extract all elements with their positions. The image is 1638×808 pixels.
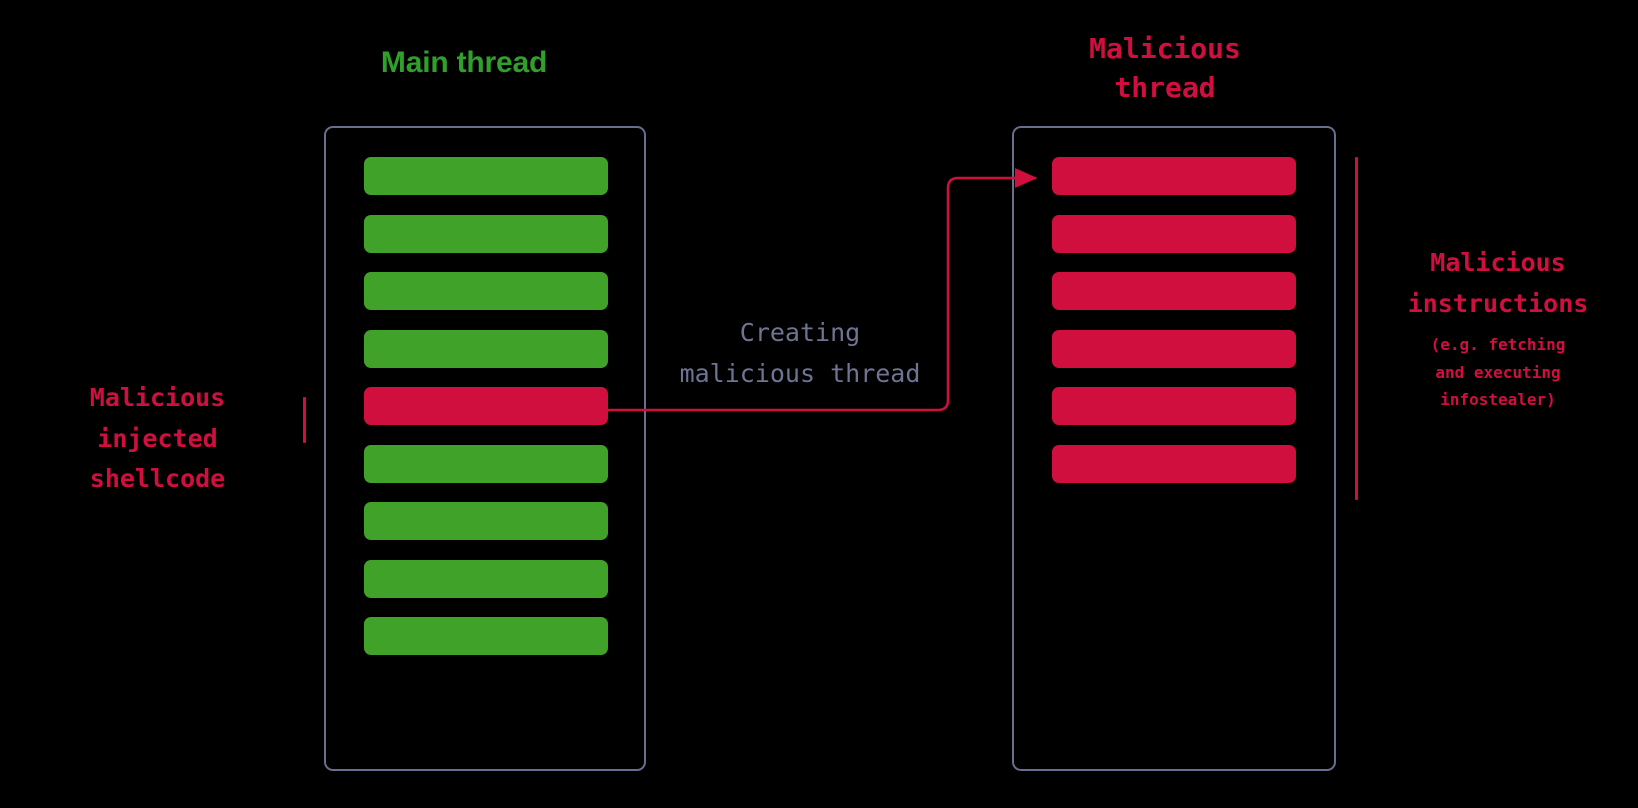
malicious-instructions-bracket-rule: [1355, 157, 1358, 500]
malicious-thread-bar-malicious-1: [1052, 157, 1296, 195]
malicious-instructions-title: Malicious instructions: [1407, 248, 1589, 318]
main-thread-bar-benign-2: [364, 214, 608, 253]
main-thread-bar-malicious-5: [364, 387, 608, 425]
malicious-injected-shellcode-label: Malicious injected shellcode: [89, 383, 226, 493]
main-thread-title: Main thread: [380, 46, 548, 79]
shellcode-bracket-rule: [303, 397, 306, 443]
malicious-thread-bar-malicious-5: [1052, 387, 1296, 425]
malicious-instructions-label: Malicious instructions (e.g. fetching an…: [1372, 243, 1624, 414]
main-thread-bar-benign-8: [364, 559, 608, 598]
malicious-thread-title: Malicious thread: [1089, 32, 1241, 104]
main-thread-bar-benign-1: [364, 157, 608, 195]
creating-malicious-thread-caption: Creating malicious thread: [679, 318, 921, 388]
malicious-instructions-note: (e.g. fetching and executing infostealer…: [1430, 335, 1566, 410]
main-thread-bar-benign-4: [364, 329, 608, 368]
main-thread-container: [324, 126, 646, 771]
malicious-thread-bar-malicious-2: [1052, 214, 1296, 253]
malicious-thread-bar-malicious-3: [1052, 272, 1296, 310]
malicious-thread-bar-malicious-6: [1052, 444, 1296, 483]
malicious-thread-container: [1012, 126, 1336, 771]
malicious-thread-bar-malicious-4: [1052, 329, 1296, 368]
main-thread-bar-benign-6: [364, 444, 608, 483]
main-thread-bar-benign-3: [364, 272, 608, 310]
main-thread-bar-benign-7: [364, 502, 608, 540]
main-thread-bar-benign-9: [364, 617, 608, 655]
